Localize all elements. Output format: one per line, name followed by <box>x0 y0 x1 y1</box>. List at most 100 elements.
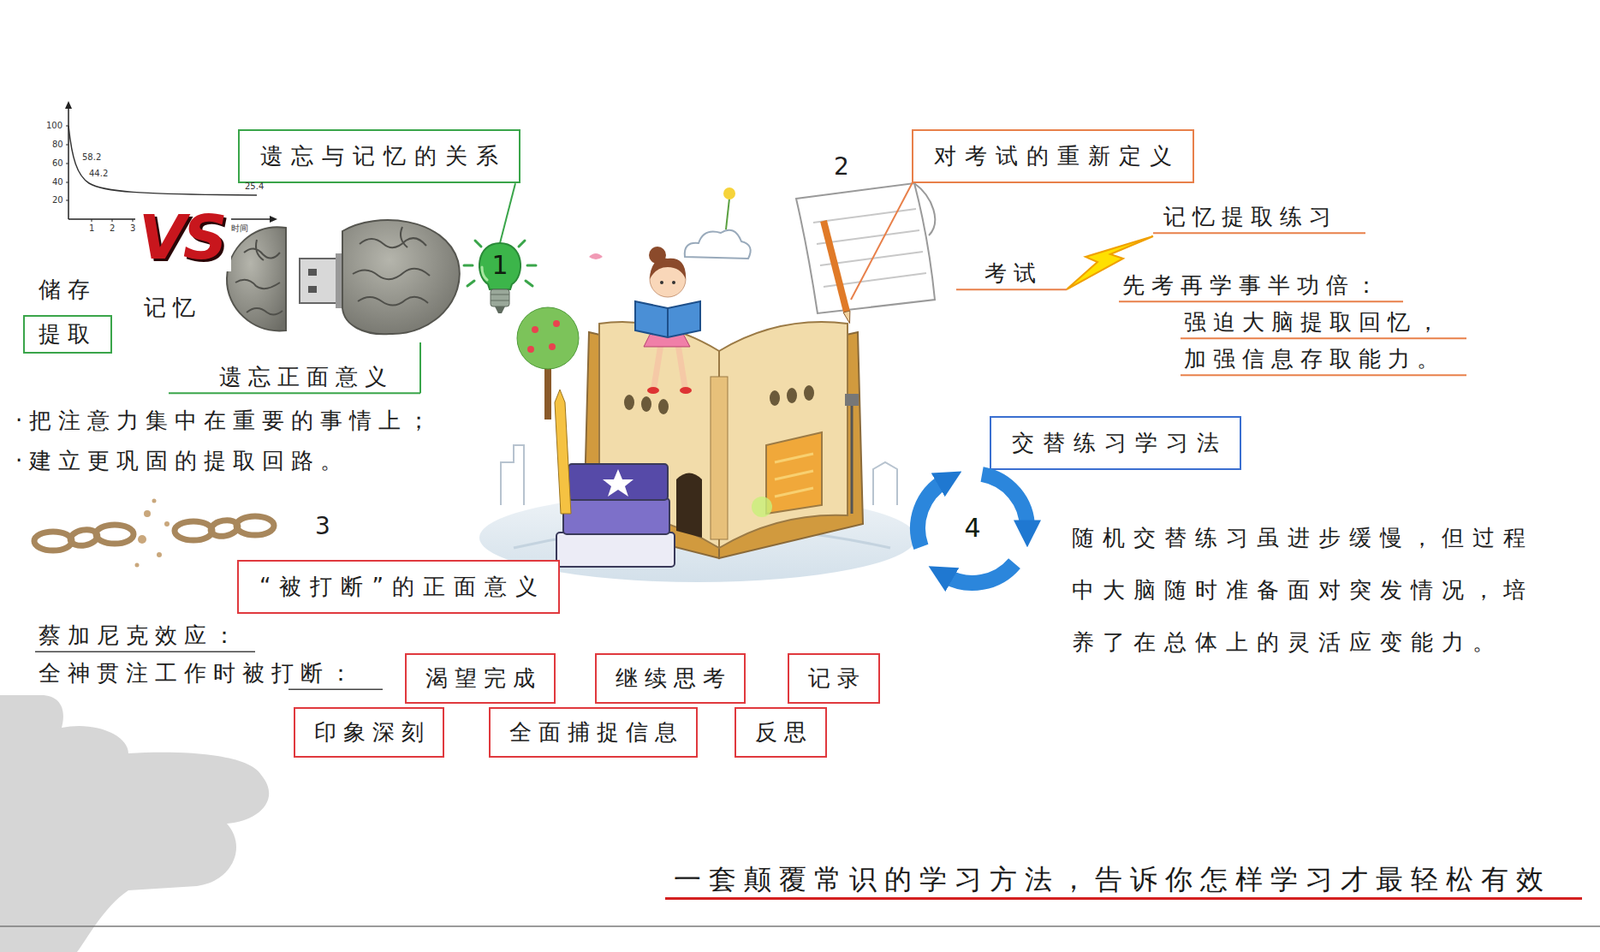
underline <box>956 288 1067 291</box>
center-illustration <box>850 402 854 514</box>
center-illustration <box>517 307 579 369</box>
axis-label: 80 <box>52 139 64 150</box>
center-illustration <box>684 230 751 259</box>
note-text: ·把注意力集中在重要的事情上； <box>15 407 437 435</box>
broken-chain <box>137 535 147 544</box>
underline <box>35 650 256 653</box>
caption: 一套颠覆常识的学习方法，告诉你怎样学习才最轻松有效 <box>673 862 1552 896</box>
center-illustration <box>531 326 539 334</box>
lightbulb-icon <box>463 264 473 268</box>
note-text: 加强信息存取能力。 <box>1183 345 1446 373</box>
lightbulb-icon <box>481 267 488 280</box>
broken-chain <box>174 521 213 541</box>
topic-box: 对考试的重新定义 <box>911 129 1195 184</box>
keyword-box: 记录 <box>787 653 881 704</box>
topic-box: 遗忘与记忆的关系 <box>237 129 521 184</box>
forgetting-curve-chart <box>68 125 257 196</box>
box-label: 记录 <box>808 665 867 692</box>
center-illustration <box>556 532 675 567</box>
underline <box>665 897 1583 900</box>
lightbulb-icon <box>494 306 506 314</box>
box-label: 渴望完成 <box>425 665 542 692</box>
center-illustration <box>658 398 669 415</box>
usb-plug <box>299 258 338 304</box>
forgetting-curve-chart <box>112 219 114 222</box>
box-label: 反思 <box>755 719 814 746</box>
box-label: 遗忘与记忆的关系 <box>260 142 507 170</box>
topic-box: “被打断”的正面意义 <box>237 559 560 614</box>
usb-plug <box>308 268 317 276</box>
axis-label: 20 <box>52 195 64 206</box>
brain-right <box>342 220 460 334</box>
cycle-arrows-icon <box>981 474 1028 529</box>
center-illustration <box>719 321 848 548</box>
axis-label: 2 <box>109 223 115 234</box>
center-illustration <box>500 445 524 506</box>
broken-chain <box>34 531 72 551</box>
center-illustration <box>710 376 728 540</box>
broken-chain <box>95 524 134 544</box>
center-illustration <box>666 308 669 338</box>
lightbulb-callout: 1 <box>458 231 542 321</box>
forgetting-curve-chart <box>132 219 134 222</box>
center-illustration <box>774 453 814 497</box>
underline <box>168 392 421 394</box>
center-illustration <box>660 280 664 285</box>
axis-label: 25.4 <box>244 181 264 192</box>
keyword-box: 全面捕捉信息 <box>488 707 698 758</box>
underline <box>1118 300 1404 303</box>
box-label: 印象深刻 <box>314 719 431 746</box>
brain-right <box>352 226 430 306</box>
lightbulb-icon <box>467 280 475 286</box>
center-illustration <box>527 320 560 353</box>
center-illustration <box>527 345 535 353</box>
forgetting-curve-chart <box>65 163 69 165</box>
brain-left <box>226 226 286 331</box>
forgetting-curve-chart <box>269 215 278 223</box>
lightbulb-icon <box>527 264 536 268</box>
cycle-arrows-icon <box>917 481 946 548</box>
center-illustration <box>654 344 685 387</box>
note-text: 记忆 <box>143 294 203 322</box>
brain-left <box>226 226 286 331</box>
broken-chain <box>152 499 157 504</box>
center-illustration <box>563 498 670 535</box>
paper-and-pencil <box>843 310 851 324</box>
cycle-callout: 4 <box>900 456 1045 601</box>
note-text: 先考再学事半功倍： <box>1122 272 1385 299</box>
callout-number: 1 <box>491 249 508 281</box>
axis-label: 44.2 <box>89 168 108 179</box>
center-illustration <box>723 187 736 200</box>
center-illustration <box>786 387 798 404</box>
lightbulb-icon <box>525 280 533 286</box>
paper-and-pencil <box>796 183 935 324</box>
underline <box>1180 337 1467 340</box>
lightbulb-icon <box>490 300 510 302</box>
axis-label: 40 <box>52 177 64 188</box>
lightbulb-icon <box>475 240 482 247</box>
cycle-arrows-icon <box>917 474 1028 583</box>
center-illustration <box>769 390 780 406</box>
center-illustration <box>676 473 702 539</box>
center-illustration <box>803 385 815 401</box>
box-label: “被打断”的正面意义 <box>259 573 547 601</box>
center-illustration <box>648 246 667 264</box>
center-illustration <box>568 463 668 500</box>
center-illustration <box>672 280 676 285</box>
forgetting-curve-chart <box>65 200 69 202</box>
center-illustration <box>588 253 603 260</box>
callout-number: 4 <box>963 512 981 544</box>
paper-and-pencil <box>914 183 935 236</box>
axis-label: 时间 <box>231 223 249 234</box>
broken-chain <box>164 521 170 527</box>
brain-left <box>235 239 283 316</box>
keyword-box: 继续思考 <box>594 653 746 704</box>
drawn-lines <box>35 183 1583 899</box>
center-illustration <box>641 396 652 412</box>
note-text: 记忆提取练习 <box>1163 203 1339 231</box>
keyword-box: 反思 <box>734 707 827 758</box>
box-label: 交替练习学习法 <box>1011 429 1228 457</box>
underline <box>288 688 383 690</box>
axis-label: 60 <box>52 158 64 169</box>
box-label: 全面捕捉信息 <box>509 719 685 746</box>
